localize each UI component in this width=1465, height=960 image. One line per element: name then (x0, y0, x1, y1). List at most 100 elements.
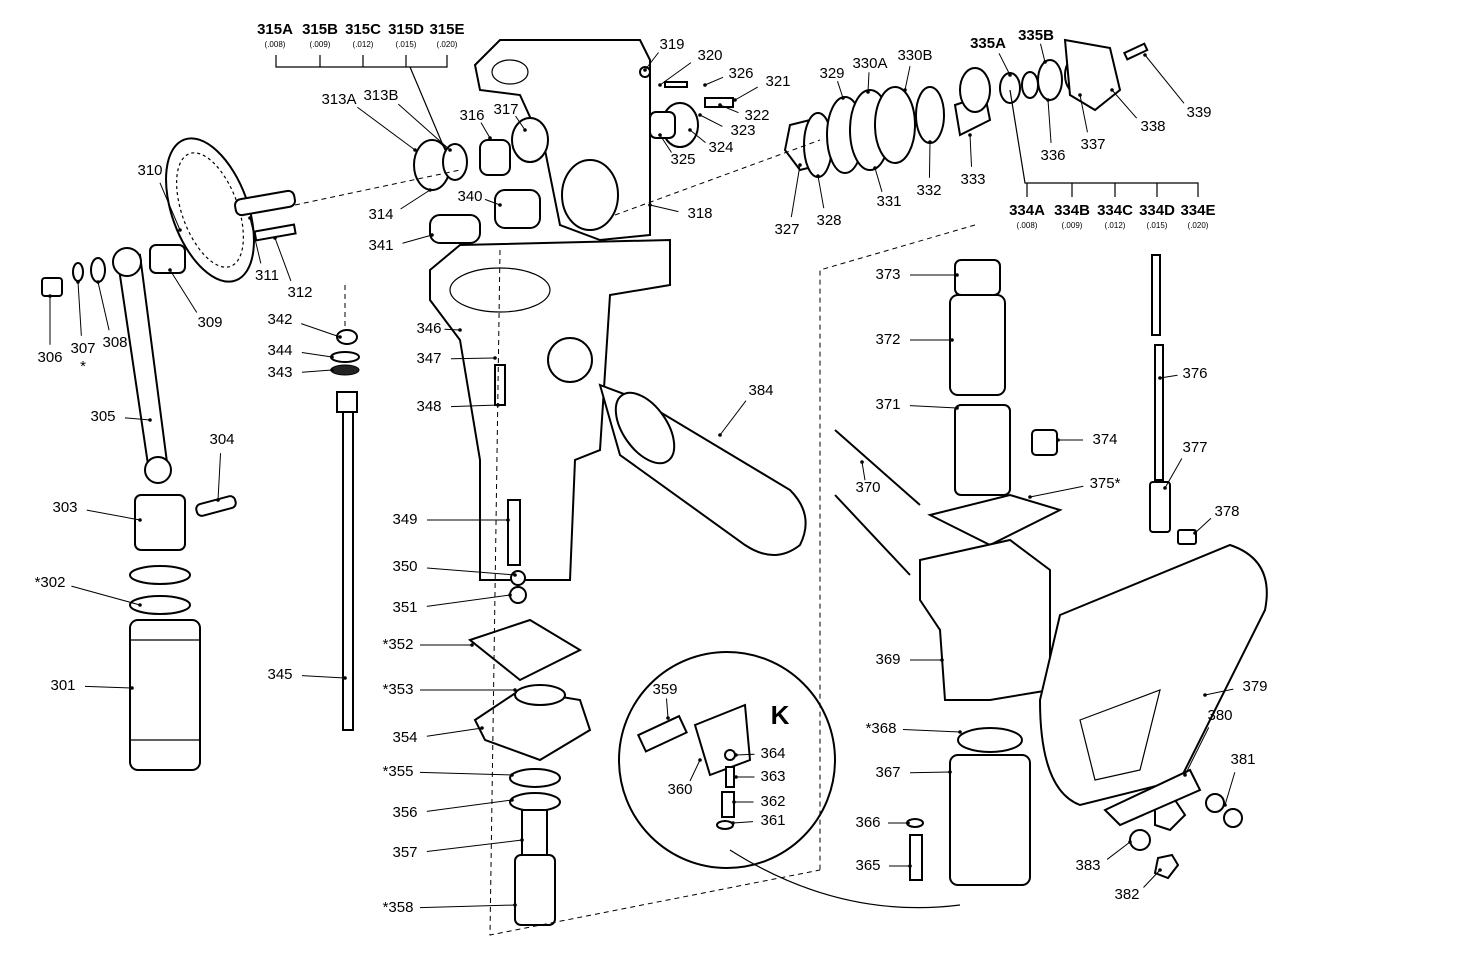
callout-star: * (80, 358, 86, 375)
leader-dot (1193, 531, 1197, 535)
leader-dot (510, 773, 514, 777)
leader-dot (488, 136, 492, 140)
leader-dot (178, 228, 182, 232)
leader-dot (658, 133, 662, 137)
leader-dot (703, 83, 707, 87)
callout-317: 317 (493, 101, 518, 118)
leader-dot (1008, 73, 1012, 77)
callout-369: 369 (875, 651, 900, 668)
callout-366: 366 (855, 814, 880, 831)
leader-dot (513, 688, 517, 692)
callout-star368: *368 (866, 720, 897, 737)
leader-dot (955, 273, 959, 277)
leader-line (1194, 517, 1212, 534)
leader-line (867, 72, 870, 93)
chuck-367 (949, 754, 1031, 886)
leader-dot (496, 403, 500, 407)
leader-line (874, 167, 883, 192)
leader-line (450, 404, 499, 408)
leader-dot (510, 798, 514, 802)
leader-dot (1078, 93, 1082, 97)
leader-dot (506, 518, 510, 522)
leader-line (817, 175, 825, 209)
callout-342: 342 (267, 311, 292, 328)
callout-310: 310 (137, 162, 162, 179)
leader-line (1204, 688, 1234, 696)
leader-dot (908, 864, 912, 868)
shim-bracket-334 (1009, 89, 1199, 197)
callout-335a: 335A (970, 35, 1006, 52)
callout-312: 312 (287, 284, 312, 301)
leader-line (689, 759, 701, 782)
leader-line (400, 189, 431, 210)
callout-377: 377 (1182, 439, 1207, 456)
callout-367: 367 (875, 764, 900, 781)
callout-374: 374 (1092, 431, 1117, 448)
callout-346: 346 (416, 320, 441, 337)
leader-line (450, 357, 496, 360)
leader-line (426, 567, 516, 576)
shim-part-334b: 334B (1054, 202, 1090, 219)
shim-size: (.009) (1062, 221, 1083, 230)
leader-dot (1183, 773, 1187, 777)
leader-line (719, 104, 739, 114)
leader-dot (1028, 495, 1032, 499)
shim-size: (.012) (353, 40, 374, 49)
shim-part-315e: 315E (429, 21, 464, 38)
leader-line (644, 52, 659, 71)
leader-line (426, 727, 483, 737)
callout-371: 371 (875, 396, 900, 413)
piston (134, 494, 186, 551)
leader-dot (1128, 840, 1132, 844)
leader-line (402, 234, 433, 244)
shim-size: (.012) (1105, 221, 1126, 230)
leader-dot (248, 216, 252, 220)
callout-336: 336 (1040, 147, 1065, 164)
leader-dot (138, 518, 142, 522)
leader-line (426, 594, 511, 607)
callout-364: 364 (760, 745, 785, 762)
leader-dot (520, 838, 524, 842)
callout-337: 337 (1080, 136, 1105, 153)
callout-376: 376 (1182, 365, 1207, 382)
shim-size: (.008) (1017, 221, 1038, 230)
callout-354: 354 (392, 729, 417, 746)
leader-line (902, 729, 961, 733)
leader-line (699, 114, 723, 127)
leader-line (734, 86, 758, 101)
leader-dot (733, 98, 737, 102)
leader-line (909, 405, 958, 409)
leader-dot (48, 294, 52, 298)
leader-dot (1223, 803, 1227, 807)
leader-line (419, 904, 516, 909)
leader-line (97, 281, 110, 331)
leader-line (484, 198, 501, 206)
callout-star358: *358 (383, 899, 414, 916)
callout-326: 326 (728, 65, 753, 82)
leader-line (969, 134, 973, 167)
leader-line (397, 103, 451, 151)
shaft-311 (234, 189, 296, 217)
leader-line (909, 771, 951, 774)
leader-line (1040, 43, 1046, 63)
leader-dot (734, 775, 738, 779)
leader-dot (718, 103, 722, 107)
callout-357: 357 (392, 844, 417, 861)
leader-dot (658, 83, 662, 87)
callout-339: 339 (1186, 104, 1211, 121)
callout-319: 319 (659, 36, 684, 53)
leader-dot (168, 268, 172, 272)
leader-dot (873, 166, 877, 170)
callout-335b: 335B (1018, 27, 1054, 44)
leader-line (928, 141, 931, 178)
leader-line (689, 129, 706, 143)
leader-dot (1203, 693, 1207, 697)
callout-331: 331 (876, 193, 901, 210)
leader-dot (928, 140, 932, 144)
leader-dot (458, 328, 462, 332)
shim-size: (.020) (437, 40, 458, 49)
shim-part-334a: 334A (1009, 202, 1045, 219)
leader-line (444, 328, 461, 331)
leader-dot (216, 498, 220, 502)
